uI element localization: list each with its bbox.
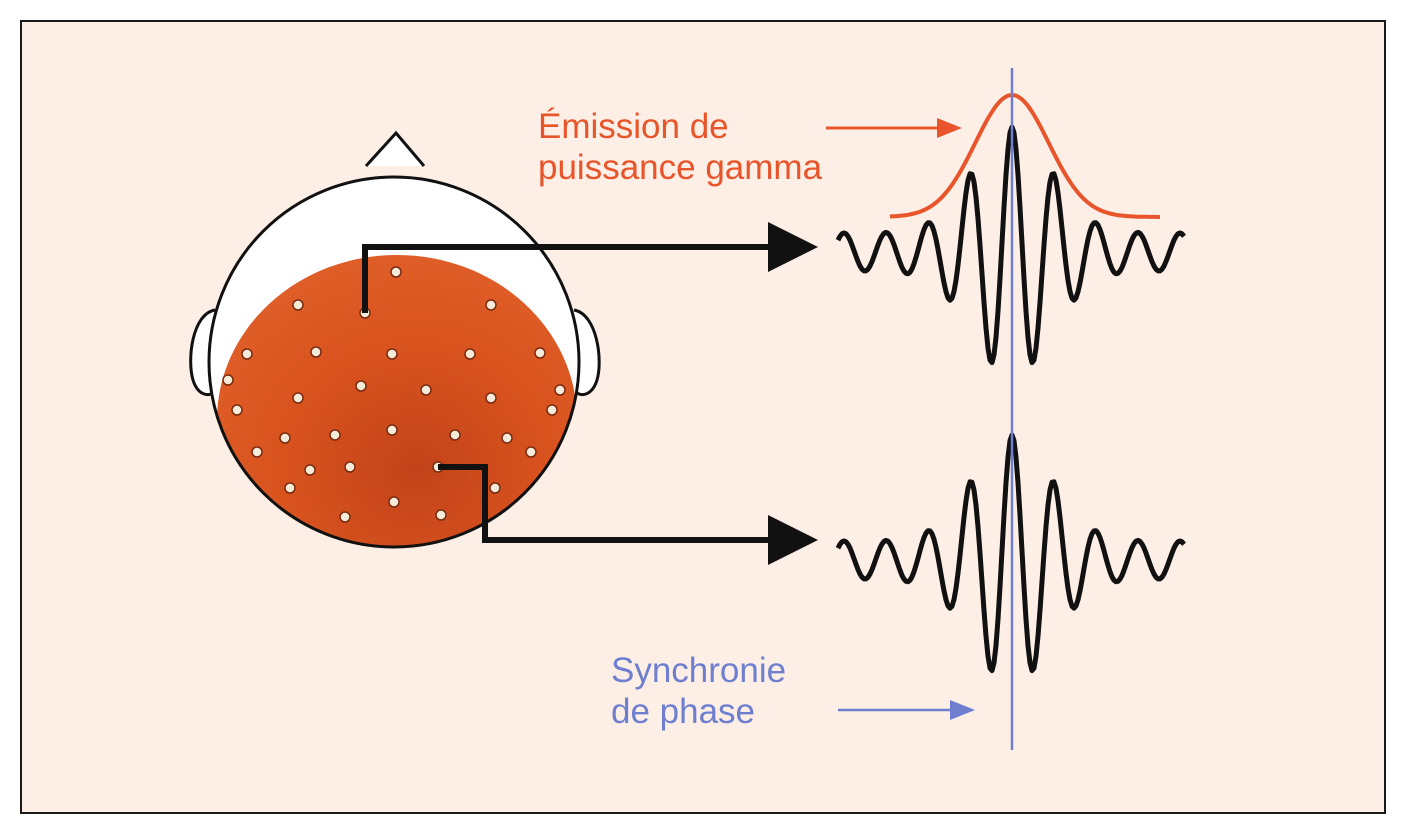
arrow-head-bottom-icon xyxy=(768,515,818,565)
electrode-icon xyxy=(311,347,321,357)
arrow-head-top-icon xyxy=(768,222,818,272)
head-drawing xyxy=(191,133,600,585)
phase-sync-label: Synchronie de phase xyxy=(611,650,786,732)
electrode-icon xyxy=(450,430,460,440)
phase-sync-label-line1: Synchronie xyxy=(611,650,786,691)
electrode-icon xyxy=(555,385,565,395)
electrode-icon xyxy=(356,381,366,391)
gamma-power-label-line1: Émission de xyxy=(538,106,822,147)
phase-sync-label-line2: de phase xyxy=(611,691,786,732)
electrode-icon xyxy=(232,405,242,415)
electrode-icon xyxy=(391,267,401,277)
phase-arrow-head-icon xyxy=(950,700,975,720)
electrode-icon xyxy=(387,349,397,359)
electrode-icon xyxy=(389,497,399,507)
gamma-power-envelope xyxy=(890,95,1160,217)
gamma-power-label-line2: puissance gamma xyxy=(538,147,822,188)
gamma-arrow-head-icon xyxy=(937,118,962,138)
electrode-icon xyxy=(502,433,512,443)
gamma-power-label: Émission de puissance gamma xyxy=(538,106,822,188)
phase-annotation-arrow xyxy=(838,700,975,720)
electrode-icon xyxy=(486,393,496,403)
electrode-icon xyxy=(486,300,496,310)
electrode-icon xyxy=(280,433,290,443)
electrode-icon xyxy=(547,405,557,415)
electrode-icon xyxy=(421,385,431,395)
electrode-icon xyxy=(330,430,340,440)
electrode-icon xyxy=(465,349,475,359)
electrode-icon xyxy=(526,447,536,457)
electrode-icon xyxy=(345,462,355,472)
electrode-icon xyxy=(340,512,350,522)
electrode-icon xyxy=(252,447,262,457)
electrode-icon xyxy=(293,300,303,310)
electrode-icon xyxy=(436,510,446,520)
scalp-activity-map xyxy=(217,255,577,585)
electrode-icon xyxy=(293,393,303,403)
electrode-icon xyxy=(242,349,252,359)
electrode-icon xyxy=(490,483,500,493)
electrode-icon xyxy=(285,483,295,493)
electrode-icon xyxy=(223,375,233,385)
electrode-icon xyxy=(387,425,397,435)
gamma-annotation-arrow xyxy=(826,118,962,138)
electrode-icon xyxy=(305,465,315,475)
electrode-icon xyxy=(535,348,545,358)
nose-icon xyxy=(366,133,424,166)
